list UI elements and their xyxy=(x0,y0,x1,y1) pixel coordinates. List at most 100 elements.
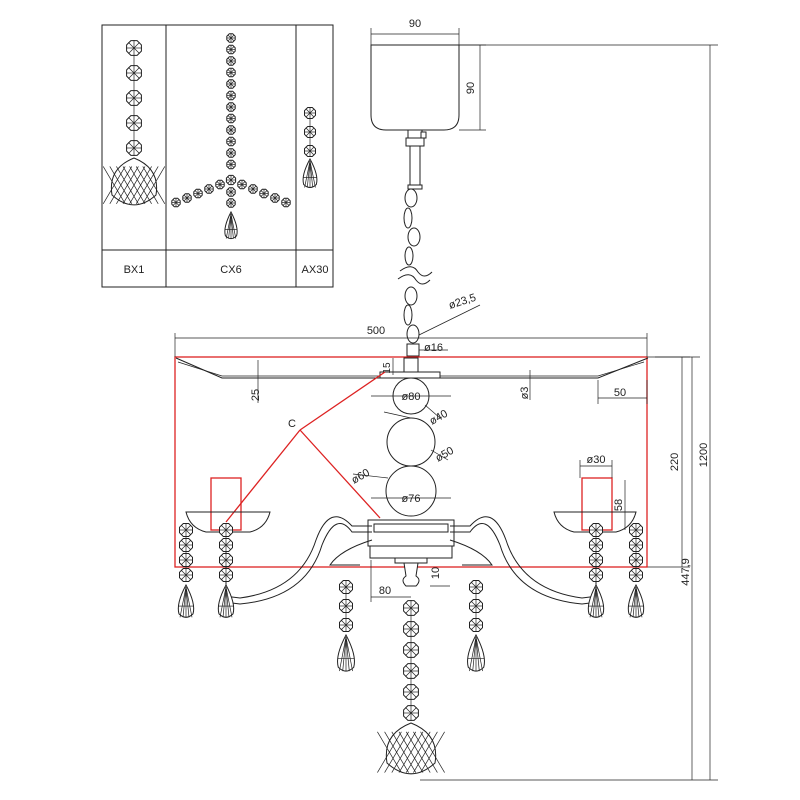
teardrop-crystal xyxy=(337,633,355,672)
legend-frame xyxy=(101,24,334,288)
octagon-bead xyxy=(219,568,233,582)
octagon-bead xyxy=(226,113,236,124)
octagon-bead xyxy=(204,184,214,194)
dimension-shade-gap: ø3 xyxy=(519,370,531,400)
octagon-bead xyxy=(226,33,236,43)
octagon-bead xyxy=(237,179,247,190)
octagon-bead xyxy=(469,580,483,594)
octagon-bead xyxy=(589,538,603,552)
svg-text:10: 10 xyxy=(430,567,442,579)
dimension-sphere-60: ø60 xyxy=(350,467,389,487)
octagon-bead xyxy=(226,90,236,101)
octagon-bead xyxy=(629,568,643,582)
octagon-bead xyxy=(226,159,236,170)
octagon-bead xyxy=(126,65,142,81)
dimension-sphere-80: ø80 xyxy=(371,391,451,403)
legend-label-ax30: AX30 xyxy=(302,264,329,276)
octagon-bead xyxy=(225,174,237,186)
svg-text:ø60: ø60 xyxy=(350,467,372,487)
svg-text:90: 90 xyxy=(409,18,421,30)
octagon-bead xyxy=(270,193,280,203)
dimension-sphere-40: ø40 xyxy=(424,404,450,428)
octagon-bead xyxy=(629,523,643,537)
octagon-bead xyxy=(226,187,236,197)
svg-text:ø76: ø76 xyxy=(402,493,421,505)
octagon-bead xyxy=(403,705,419,721)
svg-text:80: 80 xyxy=(379,585,391,597)
octagon-bead xyxy=(226,79,236,89)
svg-text:220: 220 xyxy=(669,453,681,471)
teardrop-crystal xyxy=(177,583,195,618)
octagon-bead xyxy=(469,618,483,632)
chain xyxy=(397,188,433,357)
legend-label-bx1: BX1 xyxy=(124,264,145,276)
svg-text:15: 15 xyxy=(382,362,393,374)
octagon-bead xyxy=(126,140,142,156)
octagon-bead xyxy=(403,600,419,616)
svg-text:ø23,5: ø23,5 xyxy=(447,292,477,312)
octagon-bead xyxy=(403,621,419,637)
svg-text:25: 25 xyxy=(250,389,262,401)
dimension-rod-dia: ø16 xyxy=(419,342,448,354)
octagon-bead xyxy=(403,684,419,700)
dimension-shade-height: 220 xyxy=(646,356,690,568)
octagon-bead xyxy=(171,197,181,208)
dimension-top-height: 90 xyxy=(459,44,486,131)
svg-text:1200: 1200 xyxy=(698,443,710,467)
octagon-bead xyxy=(215,179,225,190)
octagon-bead xyxy=(469,599,483,613)
legend-label-cx6: CX6 xyxy=(220,264,241,276)
chandelier-arms xyxy=(223,516,599,605)
octagon-bead xyxy=(259,188,269,199)
octagon-bead xyxy=(589,568,603,582)
octagon-bead xyxy=(403,642,419,658)
dimension-total-height: 1200 xyxy=(420,44,718,781)
octagon-bead xyxy=(226,136,236,147)
dimension-sphere-76: ø76 xyxy=(371,493,451,505)
faceted-ball-crystal xyxy=(377,722,445,775)
dimension-lower-height: 447,9 xyxy=(655,356,700,780)
octagon-bead xyxy=(226,56,236,66)
svg-text:58: 58 xyxy=(613,499,625,511)
svg-text:ø16: ø16 xyxy=(424,342,443,354)
octagon-bead xyxy=(304,145,316,157)
octagon-bead xyxy=(226,125,236,135)
callout-c: C xyxy=(225,371,386,523)
dimension-ring-top: 15 xyxy=(382,358,394,375)
octagon-bead xyxy=(179,538,193,552)
teardrop-crystal xyxy=(302,157,318,188)
dimension-chain-dia: ø23,5 xyxy=(418,292,481,336)
svg-text:ø40: ø40 xyxy=(428,408,450,428)
octagon-bead xyxy=(126,90,142,106)
octagon-bead xyxy=(226,102,236,112)
teardrop-crystal xyxy=(627,583,645,618)
octagon-bead xyxy=(248,184,258,194)
svg-text:ø50: ø50 xyxy=(434,445,456,465)
octagon-bead xyxy=(219,538,233,552)
octagon-bead xyxy=(182,193,192,203)
sphere-76 xyxy=(385,465,437,517)
dimension-shade-offset: 25 xyxy=(250,360,266,403)
faceted-ball-crystal xyxy=(102,157,166,206)
svg-text:ø80: ø80 xyxy=(402,391,421,403)
octagon-bead xyxy=(339,580,353,594)
octagon-bead xyxy=(226,148,236,158)
octagon-bead xyxy=(179,568,193,582)
octagon-bead xyxy=(126,40,142,56)
octagon-bead xyxy=(304,107,316,119)
octagon-bead xyxy=(179,553,193,567)
svg-text:ø3: ø3 xyxy=(519,387,531,400)
octagon-bead xyxy=(226,44,236,55)
dimension-top-width: 90 xyxy=(370,18,460,45)
octagon-bead xyxy=(629,538,643,552)
octagon-bead xyxy=(226,67,236,78)
dimension-shade-width: 500 xyxy=(174,325,648,357)
crystal-strands xyxy=(177,523,645,775)
teardrop-crystal xyxy=(217,583,235,618)
ceiling-canopy xyxy=(370,44,460,190)
octagon-bead xyxy=(126,115,142,131)
svg-text:ø30: ø30 xyxy=(587,454,606,466)
teardrop-crystal xyxy=(224,210,238,240)
octagon-bead xyxy=(179,523,193,537)
